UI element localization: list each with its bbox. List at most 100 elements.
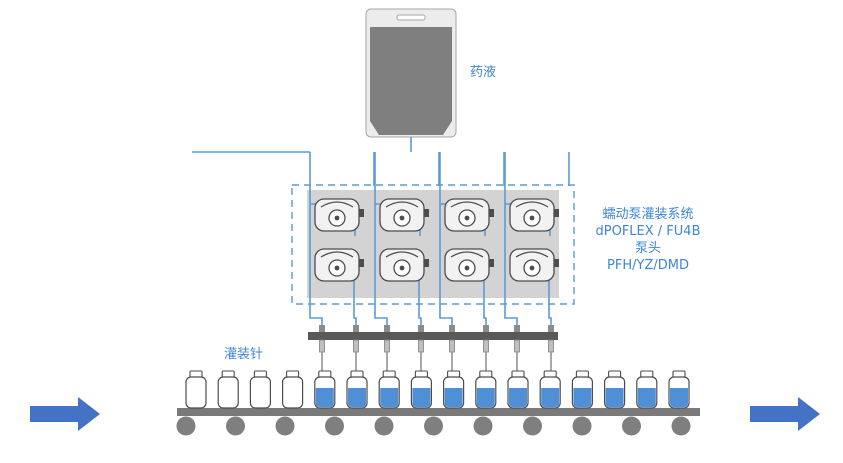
pump-rotor-hub: [399, 215, 405, 221]
bottle-liquid: [573, 388, 592, 407]
needle-holder: [483, 339, 489, 353]
bottle-filled: [507, 370, 529, 409]
pump-head-title: 泵头: [634, 241, 661, 256]
conveyor-roller: [424, 416, 443, 436]
bag-liquid: [370, 27, 452, 135]
needle-holder: [353, 339, 359, 353]
arrow-right-icon: [30, 397, 100, 431]
filling-needle: [449, 325, 455, 372]
peristaltic-pump-icon: [509, 198, 559, 232]
conveyor-roller: [374, 416, 394, 436]
pump-clamp: [424, 209, 429, 217]
conveyor-roller: [572, 416, 592, 436]
pump-system-label: 蠕动泵灌装系统 dPOFLEX / FU4B 泵头 PFH/YZ/DMD: [583, 206, 713, 274]
conveyor-roller: [671, 416, 691, 436]
filling-needle: [319, 325, 325, 372]
bottle-filled: [443, 370, 465, 409]
pump-system-model: dPOFLEX / FU4B: [595, 224, 701, 239]
bottle-cap: [318, 370, 332, 378]
pump-lid: [450, 201, 484, 208]
needle-connector: [384, 325, 390, 332]
bottle-filled: [475, 370, 497, 409]
bottle-body: [249, 376, 271, 409]
bottle-filled: [636, 370, 658, 409]
pump-clamp: [554, 259, 559, 267]
bottle-cap: [350, 370, 364, 378]
needle-connector: [319, 325, 325, 332]
pump-rotor-hub: [334, 265, 340, 271]
needles-label: 灌装针: [224, 347, 264, 362]
needle-holder: [418, 339, 424, 353]
filling-needle: [548, 325, 554, 372]
peristaltic-pump-icon: [444, 198, 494, 232]
conveyor-roller: [325, 416, 344, 436]
pump-clamp: [359, 209, 364, 217]
bottle-filled: [314, 370, 336, 409]
bottles: [185, 370, 690, 409]
bottle-filled: [539, 370, 561, 409]
bottle-liquid: [315, 388, 334, 407]
needle-manifold-bar: [308, 332, 558, 340]
bottle-cap: [575, 370, 589, 378]
peristaltic-pump-icon: [314, 198, 364, 232]
needle-holder: [548, 339, 554, 353]
pump-rotor-hub: [464, 215, 470, 221]
conveyor-roller: [226, 416, 245, 436]
pump-rotor-hub: [529, 265, 535, 271]
bottle-cap: [221, 370, 235, 378]
pump-lid: [515, 201, 549, 208]
filling-needle: [418, 325, 424, 372]
bottle-cap: [447, 370, 461, 378]
filling-needle: [514, 325, 520, 372]
bottle-body: [185, 376, 207, 409]
bottle-empty: [185, 370, 207, 409]
conveyor-roller: [473, 416, 493, 436]
pump-lid: [385, 201, 419, 208]
needle-connector: [449, 325, 455, 332]
bag-hanger-slot: [396, 14, 426, 21]
bottle-body: [282, 376, 304, 409]
conveyor-belt: [177, 408, 700, 416]
bottle-liquid: [412, 388, 431, 407]
bottle-cap: [543, 370, 557, 378]
pump-rotor-hub: [529, 215, 535, 221]
bottle-body: [217, 376, 239, 409]
filling-needle: [353, 325, 359, 372]
conveyor-roller: [176, 416, 196, 436]
pump-heads: [314, 198, 559, 282]
pump-lid: [320, 251, 354, 258]
pump-system-boundary: [291, 184, 575, 305]
bottle-cap: [189, 370, 203, 378]
pump-lid: [320, 201, 354, 208]
bottle-cap: [511, 370, 525, 378]
bottle-filled: [378, 370, 400, 409]
pump-lid: [385, 251, 419, 258]
conveyor-roller: [622, 416, 641, 436]
bottle-liquid: [380, 388, 399, 407]
filling-needle: [483, 325, 489, 372]
bottle-cap: [479, 370, 493, 378]
pump-rotor-hub: [399, 265, 405, 271]
peristaltic-pump-icon: [379, 198, 429, 232]
bottle-filled: [571, 370, 594, 409]
needle-holder: [449, 339, 455, 353]
conveyor-roller: [523, 416, 542, 436]
bottle-filled: [346, 370, 368, 409]
conveyor-roller: [275, 416, 295, 436]
bottle-liquid: [541, 388, 560, 407]
needle-connector: [514, 325, 520, 332]
flow-arrows: [30, 397, 820, 431]
conveyor-rollers: [176, 416, 691, 436]
pump-rotor-hub: [334, 215, 340, 221]
bottle-empty: [249, 370, 271, 409]
needle-holder: [319, 339, 325, 353]
bottle-filled: [603, 370, 626, 409]
pump-clamp: [424, 259, 429, 267]
bottle-filled: [668, 370, 690, 409]
bottle-liquid: [348, 388, 366, 407]
bottle-cap: [672, 370, 686, 378]
needle-holder: [384, 339, 390, 353]
bottle-liquid: [605, 388, 624, 407]
